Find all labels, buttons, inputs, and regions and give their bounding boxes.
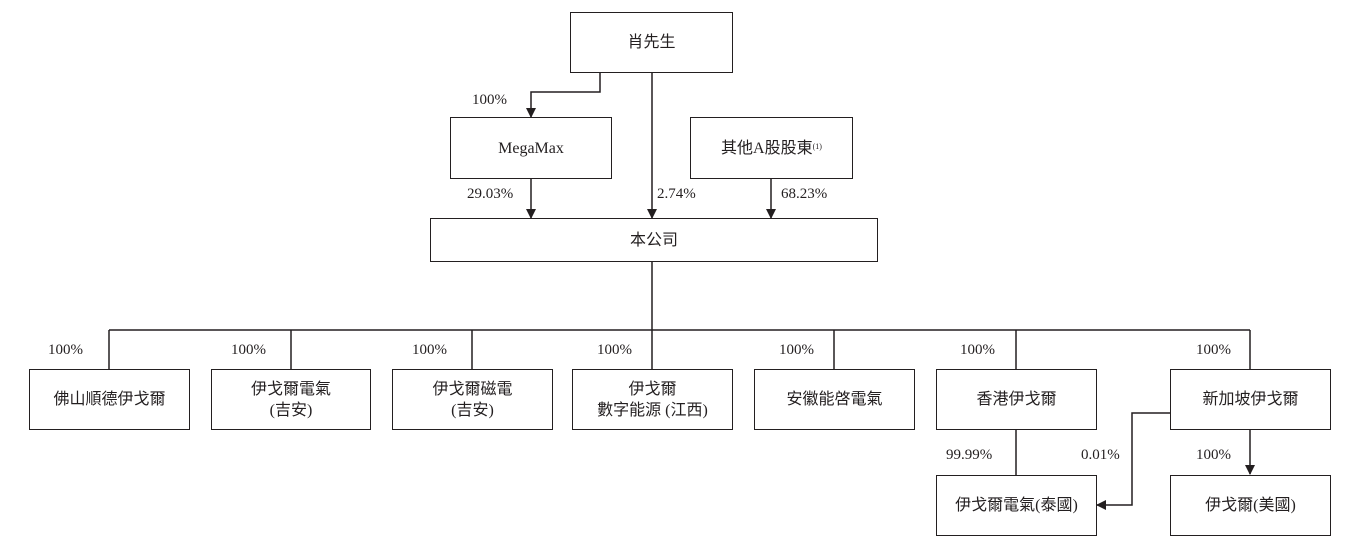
node-other-a-shareholders: 其他A股股東(1) [690,117,853,179]
node-thailand-label: 伊戈爾電氣(泰國) [955,497,1078,514]
node-digital: 伊戈爾 數字能源 (江西) [572,369,733,430]
node-mag-jian: 伊戈爾磁電 (吉安) [392,369,553,430]
node-company: 本公司 [430,218,878,262]
node-anhui: 安徽能啓電氣 [754,369,915,430]
node-other-a-label: 其他A股股東(1) [721,139,822,157]
label-company-hk: 100% [960,342,995,358]
label-company-digital: 100% [597,342,632,358]
edge-xiao-megamax [526,72,601,118]
node-foshan: 佛山順德伊戈爾 [29,369,190,430]
label-xiao-megamax: 100% [472,92,507,108]
label-hk-thailand: 99.99% [946,447,993,463]
node-usa-label: 伊戈爾(美國) [1205,497,1296,514]
node-mag-jian-line2: (吉安) [451,401,494,419]
node-xiao: 肖先生 [570,12,733,73]
node-elec-jian: 伊戈爾電氣 (吉安) [211,369,371,430]
node-sg-label: 新加坡伊戈爾 [1202,391,1299,408]
node-anhui-label: 安徽能啓電氣 [786,391,883,408]
node-hk: 香港伊戈爾 [936,369,1097,430]
label-other-company: 68.23% [781,186,828,202]
footnote-marker: (1) [812,141,822,151]
label-company-foshan: 100% [48,342,83,358]
node-digital-line1: 伊戈爾 [628,380,677,398]
node-elec-jian-line2: (吉安) [269,401,313,419]
label-xiao-company: 2.74% [657,186,696,202]
node-digital-line2: 數字能源 (江西) [597,401,708,419]
node-usa: 伊戈爾(美國) [1170,475,1331,536]
node-thailand: 伊戈爾電氣(泰國) [936,475,1097,536]
node-megamax: MegaMax [450,117,612,179]
label-company-elec: 100% [231,342,266,358]
node-megamax-label: MegaMax [498,139,564,157]
label-company-sg: 100% [1196,342,1231,358]
label-sg-usa: 100% [1196,447,1231,463]
node-hk-label: 香港伊戈爾 [976,391,1057,408]
label-sg-thailand: 0.01% [1081,447,1120,463]
node-mag-jian-line1: 伊戈爾磁電 [432,380,513,398]
node-elec-jian-line1: 伊戈爾電氣 [250,380,331,398]
node-company-label: 本公司 [629,231,678,249]
node-xiao-label: 肖先生 [627,34,676,51]
label-company-mag: 100% [412,342,447,358]
node-foshan-label: 佛山順德伊戈爾 [53,391,166,408]
label-megamax-company: 29.03% [467,186,514,202]
label-company-anhui: 100% [779,342,814,358]
node-sg: 新加坡伊戈爾 [1170,369,1331,430]
